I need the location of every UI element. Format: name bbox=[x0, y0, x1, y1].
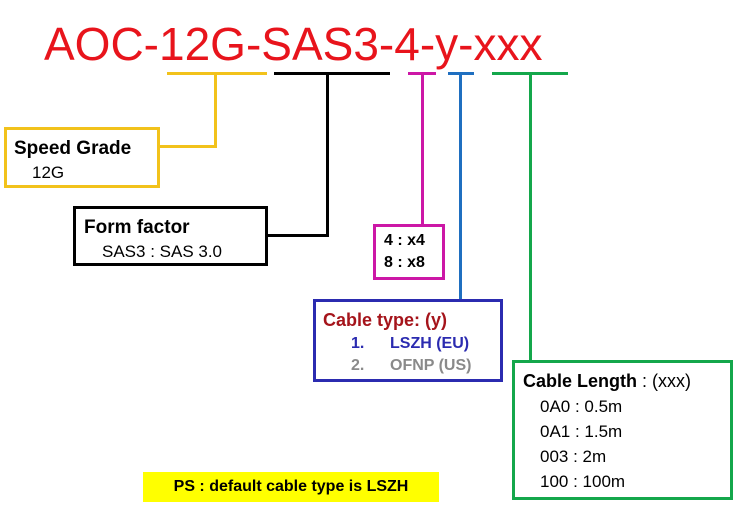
lanes-line-2: 8 : x8 bbox=[384, 254, 425, 271]
title-speed: 12G bbox=[159, 18, 246, 70]
form-factor-heading: Form factor bbox=[84, 217, 190, 238]
cable-length-box: Cable Length : (xxx) 0A0 : 0.5m 0A1 : 1.… bbox=[512, 360, 733, 500]
speed-grade-value: 12G bbox=[32, 163, 65, 182]
form-underline bbox=[274, 72, 390, 75]
speed-grade-box: Speed Grade 12G bbox=[4, 127, 160, 188]
cable-length-heading-row: Cable Length : (xxx) bbox=[523, 371, 691, 392]
form-factor-value: SAS3 : SAS 3.0 bbox=[102, 242, 223, 261]
form-factor-box: Form factor SAS3 : SAS 3.0 bbox=[73, 206, 268, 266]
lanes-connector-v bbox=[421, 74, 424, 226]
title-sep1: - bbox=[245, 18, 262, 70]
cable-type-item-1-num: 1. bbox=[351, 335, 365, 352]
cable-length-row: 100 : 100m bbox=[540, 472, 626, 491]
title-length: xxx bbox=[473, 18, 543, 70]
title-lanes: 4 bbox=[394, 18, 420, 70]
cable-length-row: 0A1 : 1.5m bbox=[540, 422, 623, 441]
cable-type-item-2-num: 2. bbox=[351, 357, 365, 374]
length-underline bbox=[492, 72, 568, 75]
default-note: PS : default cable type is LSZH bbox=[143, 472, 439, 502]
cable-type-item-2-label: OFNP (US) bbox=[390, 357, 472, 374]
form-connector-v bbox=[326, 74, 329, 237]
length-connector-v bbox=[529, 74, 532, 361]
cable-length-heading: Cable Length bbox=[523, 371, 638, 391]
speed-connector-h bbox=[158, 145, 217, 148]
cable-length-heading-suffix: : (xxx) bbox=[637, 371, 692, 391]
title-sep2: - bbox=[378, 18, 395, 70]
lanes-box: 4 : x4 8 : x8 bbox=[373, 224, 445, 280]
cable-type-heading: Cable type: (y) bbox=[323, 310, 448, 330]
cable-length-row: 0A0 : 0.5m bbox=[540, 397, 623, 416]
title-type: y bbox=[435, 18, 459, 70]
type-connector-v bbox=[459, 74, 462, 300]
speed-underline bbox=[167, 72, 267, 75]
title-form: SAS3 bbox=[261, 18, 379, 70]
form-connector-h bbox=[266, 234, 329, 237]
speed-grade-heading: Speed Grade bbox=[14, 138, 132, 159]
speed-connector-v bbox=[214, 74, 217, 148]
part-number-title: AOC-12G-SAS3-4-y-xxx bbox=[44, 18, 543, 70]
title-sep3: - bbox=[419, 18, 436, 70]
title-sep4: - bbox=[458, 18, 474, 70]
type-underline bbox=[448, 72, 474, 75]
lanes-underline bbox=[408, 72, 436, 75]
cable-type-box: Cable type: (y) 1. LSZH (EU) 2. OFNP (US… bbox=[313, 299, 503, 382]
cable-type-item-1-label: LSZH (EU) bbox=[390, 335, 470, 352]
lanes-line-1: 4 : x4 bbox=[384, 232, 425, 249]
cable-length-row: 003 : 2m bbox=[540, 447, 607, 466]
title-prefix: AOC- bbox=[44, 18, 159, 70]
